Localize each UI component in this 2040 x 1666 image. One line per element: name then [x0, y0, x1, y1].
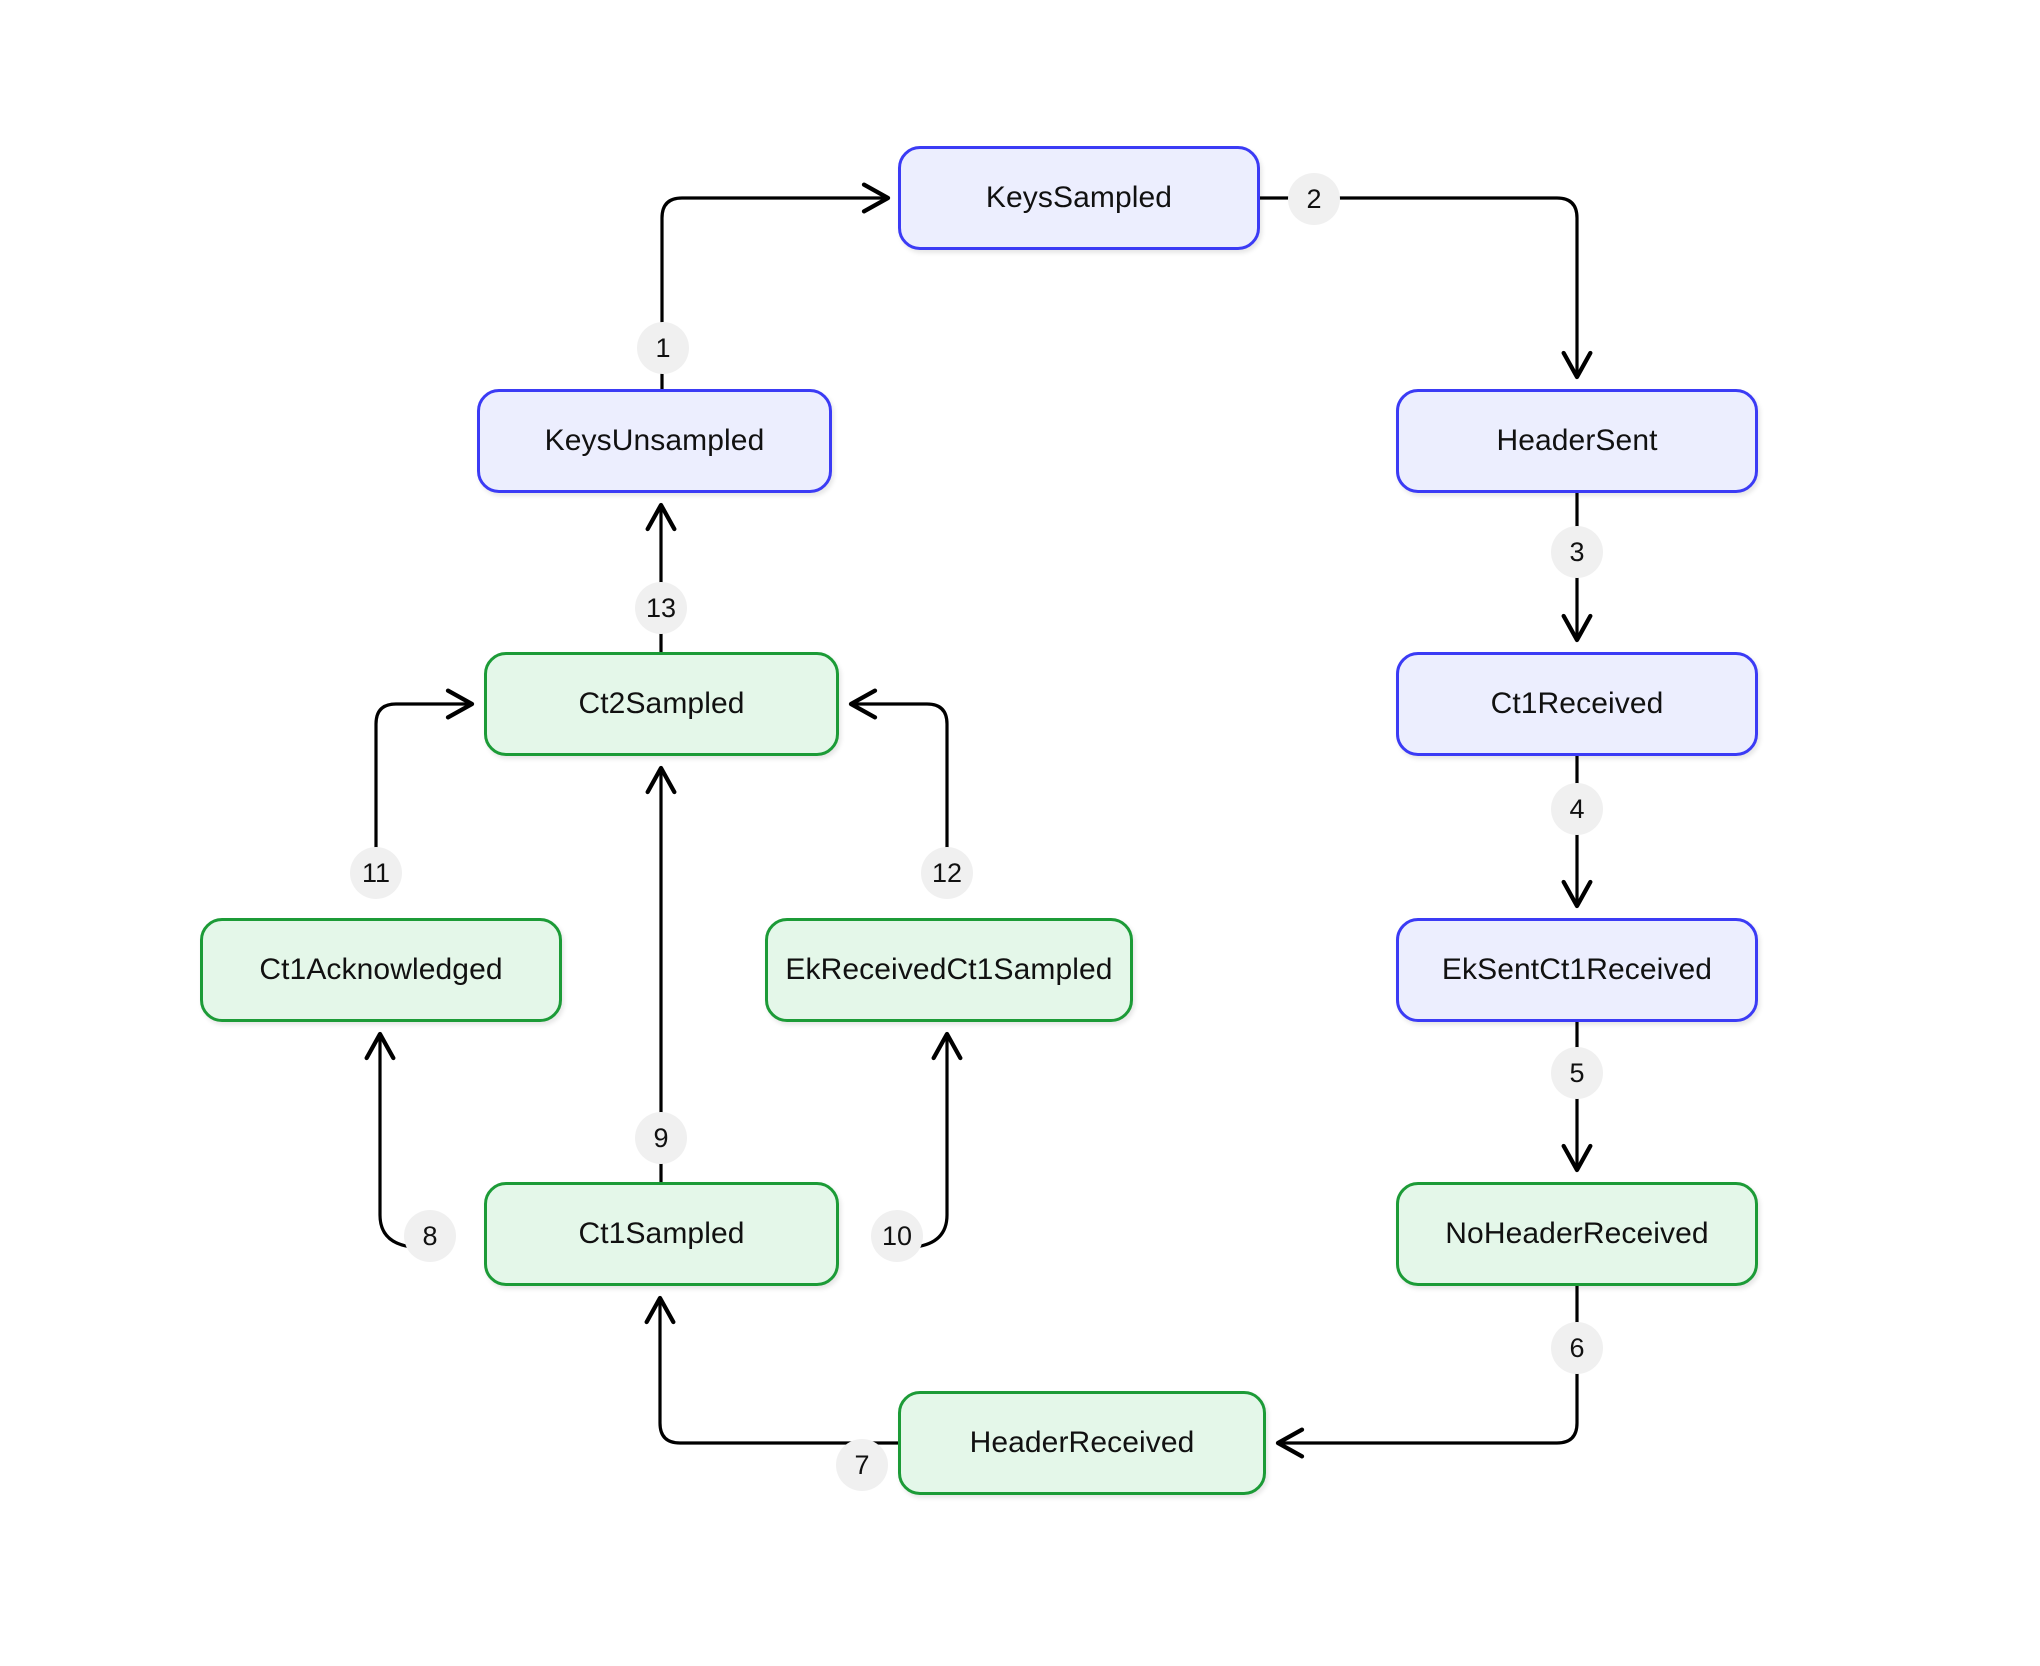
edge-label-7: 7: [836, 1439, 888, 1491]
edge-label-11: 11: [350, 847, 402, 899]
node-no-header-received[interactable]: NoHeaderReceived: [1396, 1182, 1758, 1286]
edge-label-text: 13: [645, 592, 677, 623]
node-label: Ct1Received: [1490, 687, 1664, 720]
edge-label-text: 3: [1569, 536, 1585, 567]
edge-12-path: [848, 688, 949, 851]
node-ct1-received[interactable]: Ct1Received: [1396, 652, 1758, 756]
edge-1-path: [660, 182, 891, 389]
edge-6-path: [1275, 1286, 1579, 1459]
node-label: EkSentCt1Received: [1441, 953, 1713, 986]
edge-label-6: 6: [1551, 1322, 1603, 1374]
edge-10-path: [914, 1031, 963, 1249]
edge-label-10: 10: [871, 1210, 923, 1262]
node-label: KeysUnsampled: [544, 424, 765, 457]
edge-label-text: 2: [1306, 183, 1322, 214]
edge-label-text: 10: [881, 1220, 913, 1251]
node-label: HeaderReceived: [969, 1426, 1195, 1459]
edge-label-text: 4: [1569, 793, 1585, 824]
edge-label-text: 7: [854, 1449, 870, 1480]
edge-label-13: 13: [635, 582, 687, 634]
edge-label-4: 4: [1551, 783, 1603, 835]
node-label: EkReceivedCt1Sampled: [785, 953, 1113, 986]
node-ek-received-ct1-sampled[interactable]: EkReceivedCt1Sampled: [765, 918, 1133, 1022]
edge-label-text: 11: [361, 857, 391, 888]
node-keys-unsampled[interactable]: KeysUnsampled: [477, 389, 832, 493]
node-ct1-sampled[interactable]: Ct1Sampled: [484, 1182, 839, 1286]
node-label: HeaderSent: [1496, 424, 1658, 457]
node-header-received[interactable]: HeaderReceived: [898, 1391, 1266, 1495]
node-label: Ct1Sampled: [578, 1217, 745, 1250]
edge-label-text: 12: [931, 857, 963, 888]
node-header-sent[interactable]: HeaderSent: [1396, 389, 1758, 493]
edge-label-9: 9: [635, 1112, 687, 1164]
node-ct2-sampled[interactable]: Ct2Sampled: [484, 652, 839, 756]
edge-label-text: 1: [655, 332, 671, 363]
edge-label-text: 8: [422, 1220, 438, 1251]
node-label: NoHeaderReceived: [1445, 1217, 1709, 1250]
node-keys-sampled[interactable]: KeysSampled: [898, 146, 1260, 250]
edge-2-path: [1260, 196, 1593, 380]
node-ct1-acknowledged[interactable]: Ct1Acknowledged: [200, 918, 562, 1022]
edge-label-3: 3: [1551, 526, 1603, 578]
edge-label-12: 12: [921, 847, 973, 899]
edge-7-path: [644, 1295, 898, 1445]
edge-label-1: 1: [637, 322, 689, 374]
edge-label-2: 2: [1288, 173, 1340, 225]
edge-8-path: [364, 1031, 413, 1249]
edge-11-path: [374, 688, 475, 851]
node-label: Ct2Sampled: [578, 687, 745, 720]
edge-label-5: 5: [1551, 1047, 1603, 1099]
edge-label-8: 8: [404, 1210, 456, 1262]
edge-label-text: 6: [1569, 1332, 1585, 1363]
edge-label-text: 5: [1569, 1057, 1585, 1088]
node-label: KeysSampled: [985, 181, 1173, 214]
node-ek-sent-ct1-received[interactable]: EkSentCt1Received: [1396, 918, 1758, 1022]
edge-label-text: 9: [653, 1122, 669, 1153]
node-label: Ct1Acknowledged: [259, 953, 503, 986]
